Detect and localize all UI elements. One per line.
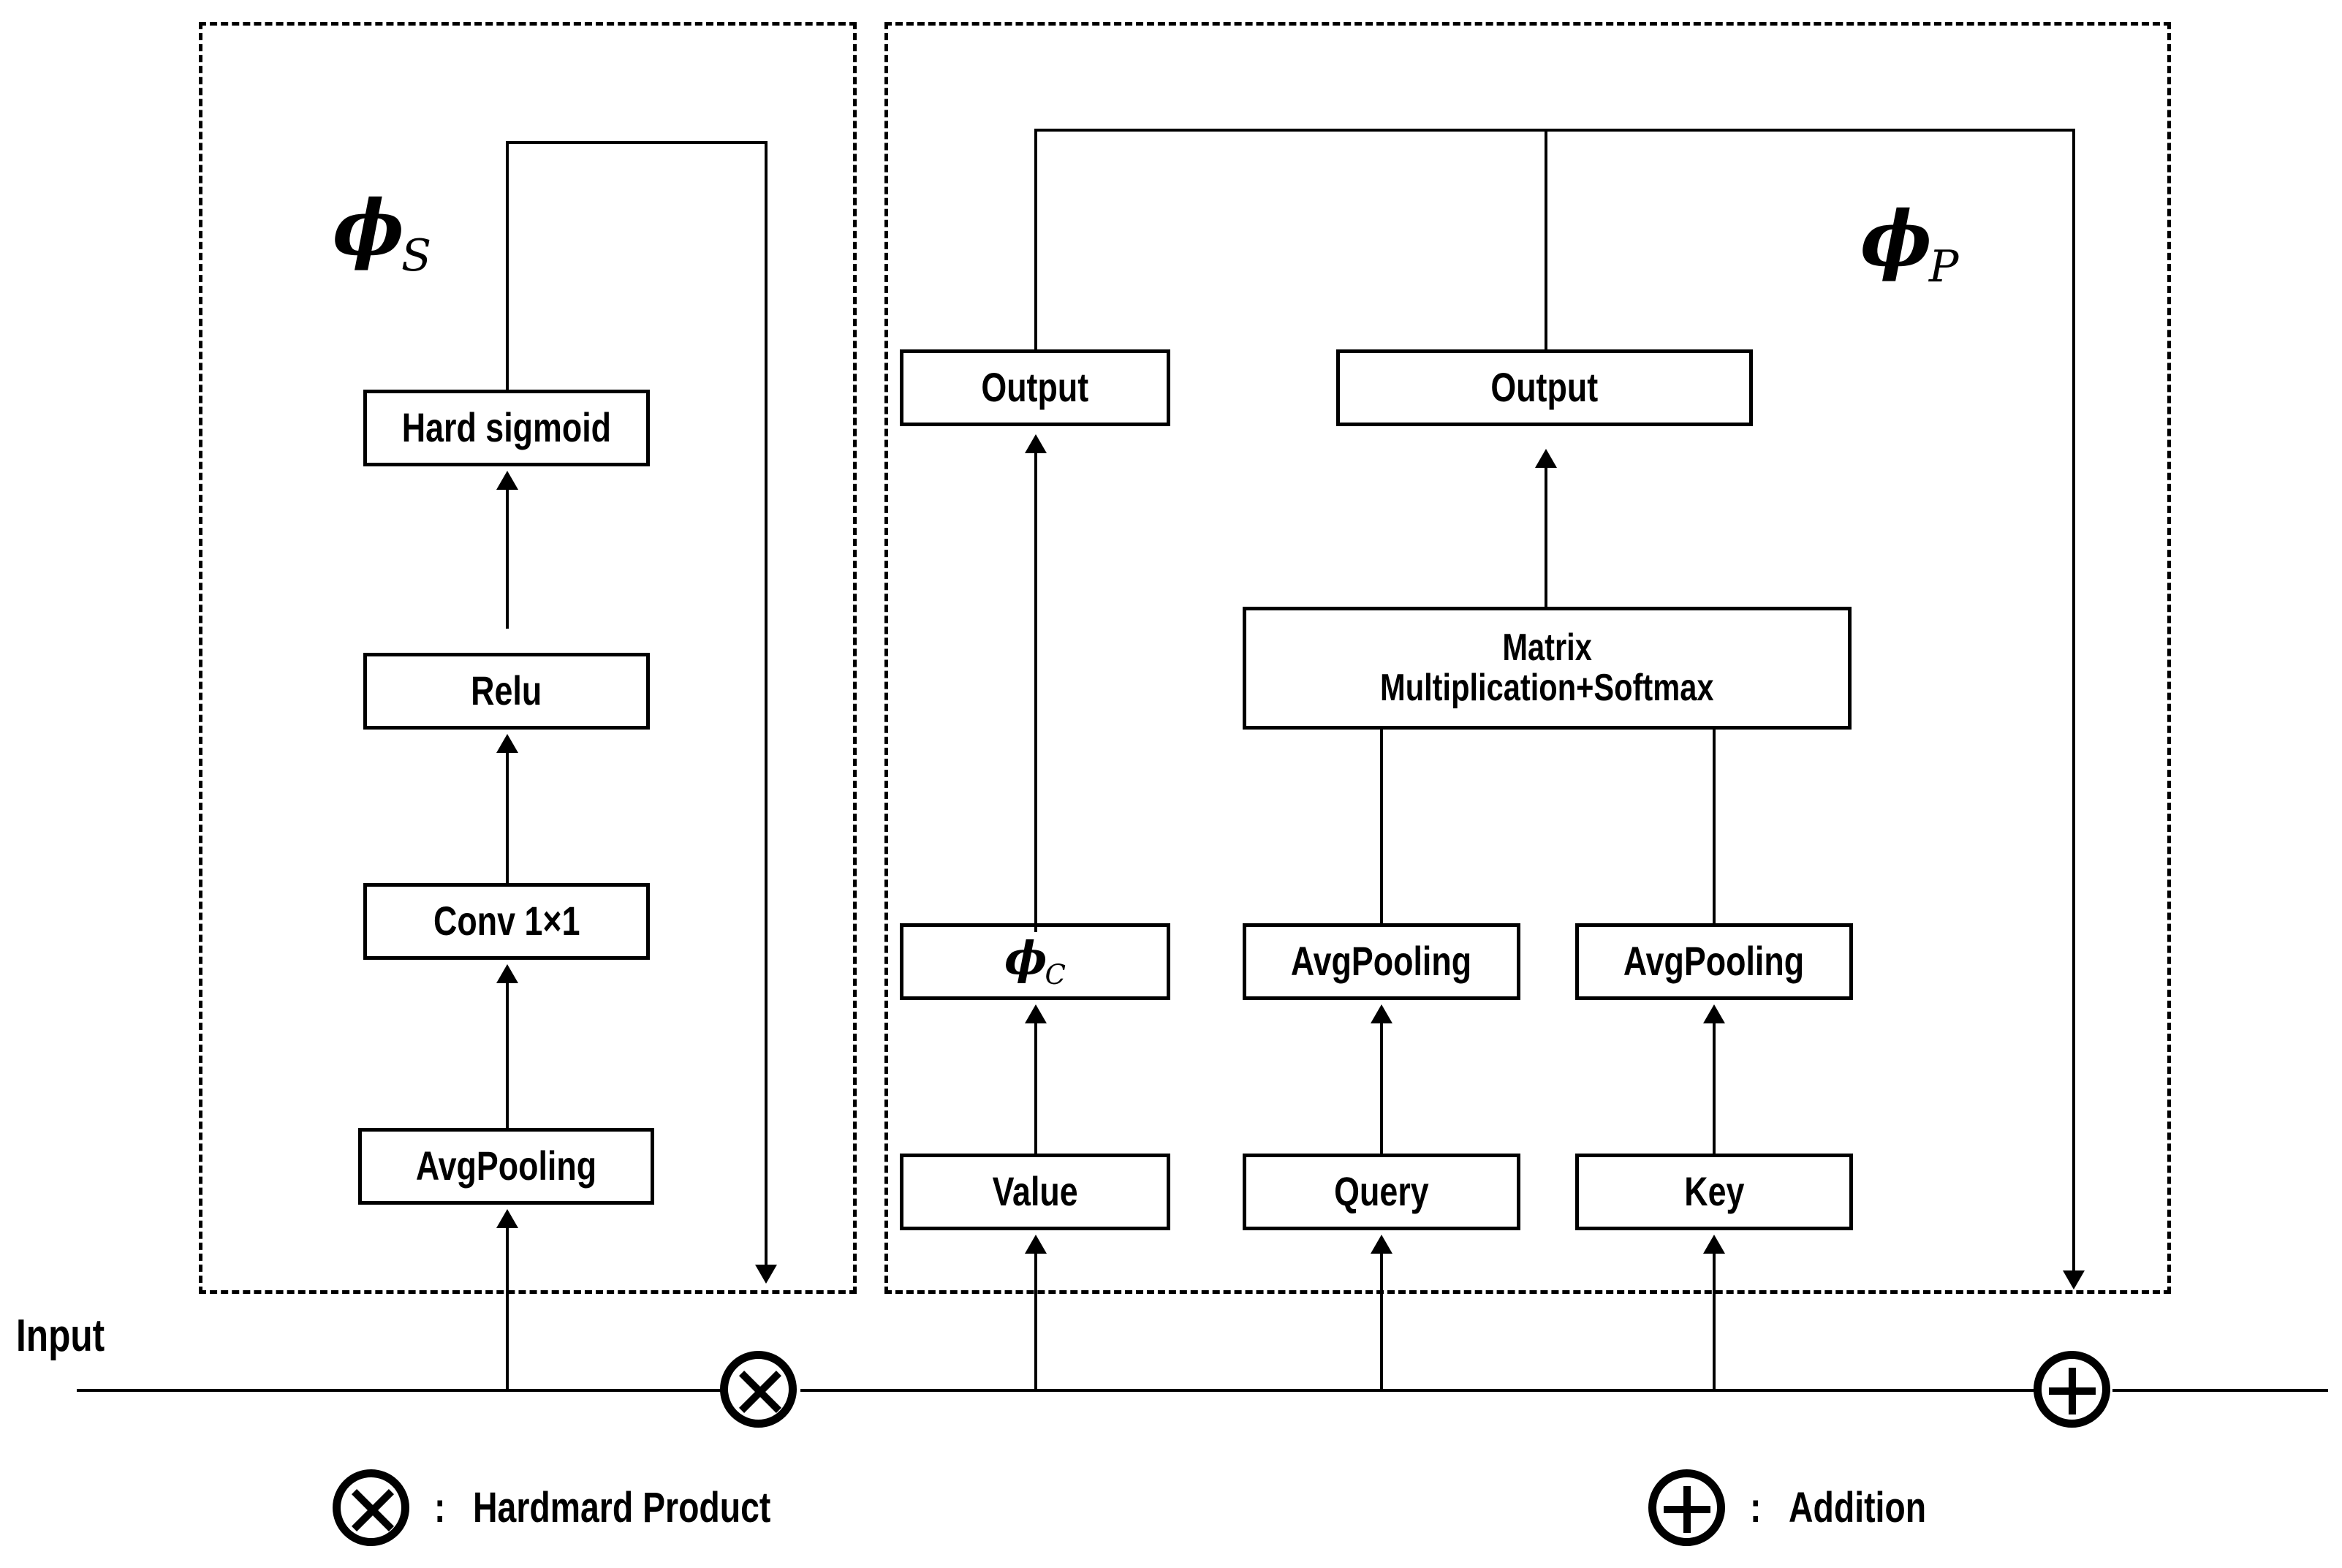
phi-p-glyph: ϕ (1860, 194, 1932, 284)
arrowhead-input-to-query (1371, 1235, 1392, 1254)
node-phi-c-symbol: ϕC (1004, 934, 1066, 988)
legend-hadamard-separator: : (434, 1484, 446, 1531)
connector-avgpool-query-to-matmul (1380, 730, 1383, 942)
arrowhead-input-to-key (1703, 1235, 1725, 1254)
connector-avgpool-to-conv (506, 983, 509, 1129)
main-line-right-segment (2112, 1389, 2328, 1392)
node-query[interactable]: Query (1243, 1154, 1520, 1230)
connector-value-to-phic (1034, 1023, 1037, 1156)
node-avgpooling-key-label: AvgPooling (1623, 938, 1805, 985)
node-avgpooling-query[interactable]: AvgPooling (1243, 923, 1520, 1000)
addition-bar-vertical (2069, 1368, 2076, 1414)
connector-matmul-to-output-right (1545, 468, 1547, 614)
arrowhead-query-to-avgpool (1371, 1004, 1392, 1023)
main-line-middle-segment (800, 1389, 2036, 1392)
connector-input-to-query (1380, 1254, 1383, 1390)
phi-p-bus-right-drop (2072, 129, 2075, 1273)
node-output-right[interactable]: Output (1336, 349, 1753, 426)
node-matmul-label-line2: Multiplication+Softmax (1380, 667, 1714, 709)
legend-hadamard: : Hardmard Product (333, 1469, 846, 1546)
connector-relu-to-hardsigmoid (506, 490, 509, 629)
arrowhead-input-to-avgpool-spatial (496, 1209, 518, 1228)
node-output-left-label: Output (981, 364, 1089, 411)
phi-s-loop-arrowhead (755, 1265, 777, 1284)
node-conv-1x1-label: Conv 1×1 (433, 898, 580, 944)
node-avgpooling-key[interactable]: AvgPooling (1575, 923, 1853, 1000)
node-output-right-label: Output (1490, 364, 1599, 411)
legend-addition: : Addition (1648, 1469, 1960, 1546)
phi-s-loop-up-segment (506, 141, 509, 390)
node-value-label: Value (992, 1168, 1078, 1215)
arrowhead-conv-to-relu (496, 734, 518, 753)
phi-s-glyph: ϕ (333, 183, 404, 273)
phi-p-top-bus (1034, 129, 2075, 132)
legend-addition-label: Addition (1789, 1484, 1927, 1531)
node-matrix-multiplication-softmax[interactable]: Matrix Multiplication+Softmax (1243, 607, 1852, 730)
arrowhead-key-to-avgpool (1703, 1004, 1725, 1023)
arrowhead-relu-to-hardsigmoid (496, 471, 518, 490)
phi-p-bus-right-arrowhead (2063, 1270, 2085, 1289)
phi-s-loop-top-segment (506, 141, 768, 144)
connector-avgpool-key-to-matmul (1713, 730, 1716, 942)
node-avgpooling-spatial[interactable]: AvgPooling (358, 1128, 654, 1205)
connector-conv-to-relu (506, 753, 509, 885)
legend-addition-separator: : (1750, 1484, 1762, 1531)
node-hard-sigmoid-label: Hard sigmoid (401, 404, 612, 451)
legend-addition-bar-vertical (1683, 1486, 1691, 1533)
connector-key-to-avgpool (1713, 1023, 1716, 1156)
node-hard-sigmoid[interactable]: Hard sigmoid (363, 390, 650, 466)
arrowhead-avgpool-to-conv (496, 964, 518, 983)
connector-input-to-key (1713, 1254, 1716, 1390)
connector-input-to-avgpool-spatial (506, 1228, 509, 1390)
node-matmul-label-line1: Matrix (1502, 626, 1592, 670)
phi-c-glyph: ϕ (1004, 931, 1047, 985)
connector-query-to-avgpool (1380, 1023, 1383, 1156)
phi-s-label: ϕS (333, 183, 431, 281)
arrowhead-value-to-phic (1025, 1004, 1047, 1023)
phi-s-subscript: S (401, 230, 432, 281)
phi-c-subscript: C (1045, 958, 1066, 991)
phi-p-bus-left-drop (1034, 129, 1037, 363)
phi-s-loop-down-segment (765, 141, 768, 1267)
hadamard-product-icon (720, 1351, 797, 1428)
group-frame-phi-p (884, 22, 2171, 1294)
group-frame-phi-s (199, 22, 857, 1294)
legend-hadamard-label: Hardmard Product (473, 1484, 771, 1531)
node-phi-c[interactable]: ϕC (900, 923, 1170, 1000)
addition-icon (2034, 1351, 2110, 1428)
node-query-label: Query (1334, 1168, 1429, 1215)
arrowhead-phic-to-output-left (1025, 434, 1047, 453)
node-output-left[interactable]: Output (900, 349, 1170, 426)
node-key[interactable]: Key (1575, 1154, 1853, 1230)
node-relu-label: Relu (471, 667, 542, 714)
arrowhead-input-to-value (1025, 1235, 1047, 1254)
connector-input-to-value (1034, 1254, 1037, 1390)
node-key-label: Key (1683, 1168, 1745, 1215)
node-avgpooling-query-label: AvgPooling (1291, 938, 1472, 985)
input-label: Input (16, 1311, 105, 1361)
phi-p-bus-center-drop (1545, 129, 1547, 363)
node-relu[interactable]: Relu (363, 653, 650, 730)
node-avgpooling-spatial-label: AvgPooling (415, 1143, 597, 1189)
arrowhead-matmul-to-output-right (1535, 449, 1557, 468)
connector-phic-to-output-left (1034, 453, 1037, 932)
phi-p-subscript: P (1928, 240, 1959, 292)
main-line-left-segment (77, 1389, 724, 1392)
node-conv-1x1[interactable]: Conv 1×1 (363, 883, 650, 960)
node-value[interactable]: Value (900, 1154, 1170, 1230)
legend-hadamard-product-icon (333, 1469, 409, 1546)
legend-addition-icon (1648, 1469, 1725, 1546)
phi-p-label: ϕP (1860, 194, 1959, 292)
